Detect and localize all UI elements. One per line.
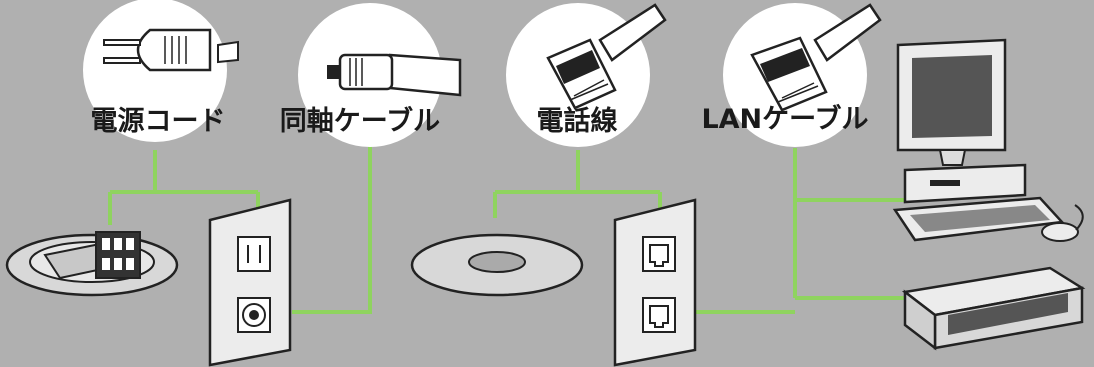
connector-lines — [108, 145, 915, 314]
coax-connector-line — [292, 145, 372, 314]
network-switch-icon — [901, 266, 1086, 351]
wall-plate-phone-lan-icon — [613, 198, 697, 367]
coaxial-cable-label: 同軸ケーブル — [280, 105, 440, 137]
lan-connector-icon — [723, 3, 882, 147]
telephone-line-label: 電話線 — [537, 105, 618, 137]
telephone-jack-icon — [506, 3, 667, 147]
lan-connector-line — [695, 148, 915, 314]
lan-cable-label: LANケーブル — [701, 103, 868, 135]
floor-outlet-icon — [5, 231, 179, 297]
desktop-computer-icon — [892, 38, 1084, 242]
phone-connector-line — [493, 150, 662, 225]
power-cord-label: 電源コード — [91, 106, 226, 137]
power-plug-icon — [83, 0, 239, 142]
coaxial-connector-icon — [298, 3, 462, 147]
floor-grommet-icon — [410, 233, 584, 297]
power-connector-line — [108, 150, 260, 225]
wall-plate-power-coax-icon — [208, 198, 292, 367]
